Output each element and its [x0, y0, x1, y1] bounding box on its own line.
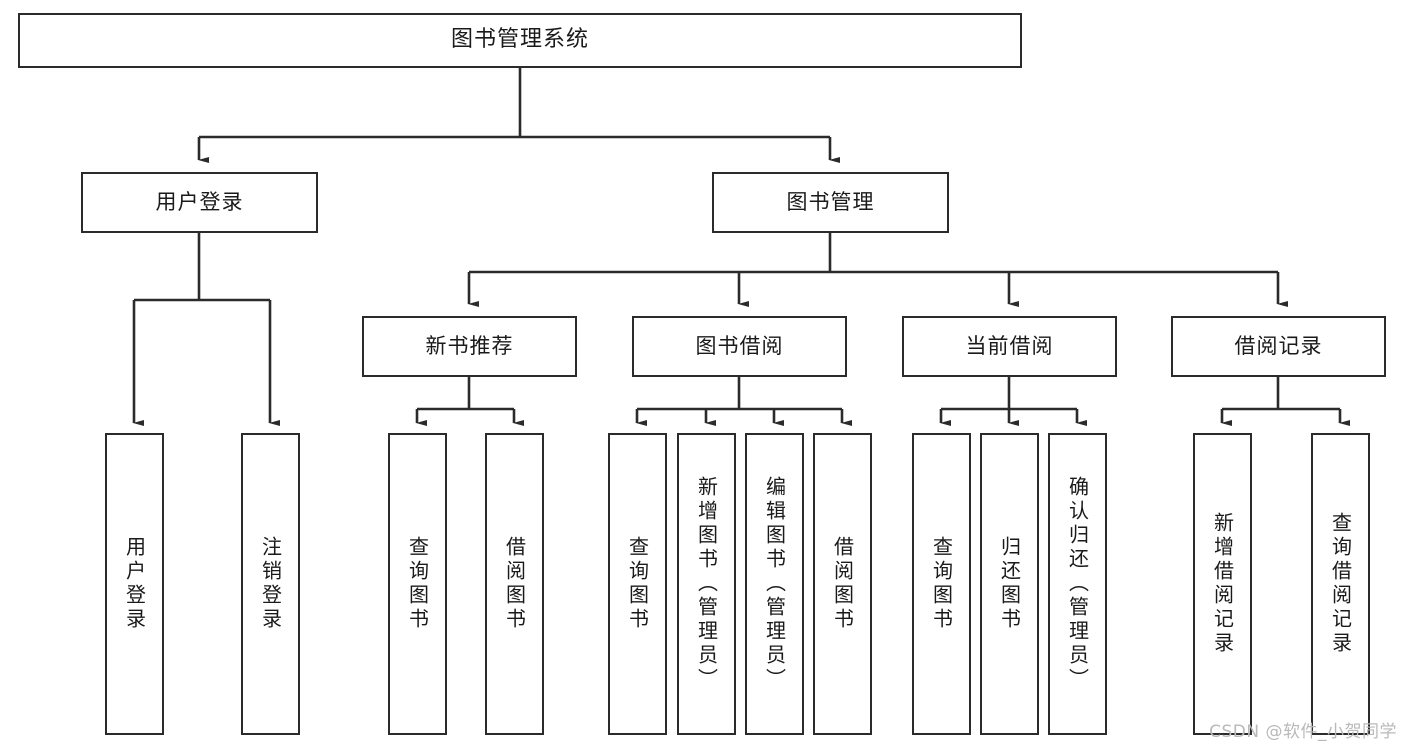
leaf-new-book-query[interactable]: 查询图书	[388, 433, 447, 735]
leaf-current-borrow-return[interactable]: 归还图书	[980, 433, 1039, 735]
node-label: 借阅图书	[502, 536, 527, 632]
leaf-user-login-logout[interactable]: 注销登录	[241, 433, 300, 735]
node-book-management[interactable]: 图书管理	[712, 172, 949, 233]
node-user-login[interactable]: 用户登录	[81, 172, 318, 233]
node-label: 编辑图书（管理员）	[762, 476, 787, 692]
node-root-system[interactable]: 图书管理系统	[18, 13, 1022, 68]
node-label: 查询图书	[405, 536, 430, 632]
node-label: 图书管理系统	[450, 27, 589, 53]
node-book-borrow[interactable]: 图书借阅	[632, 316, 847, 377]
node-label: 借阅图书	[830, 536, 855, 632]
node-label: 新书推荐	[425, 333, 514, 358]
node-label: 确认归还（管理员）	[1065, 476, 1090, 692]
node-label: 查询图书	[625, 536, 650, 632]
node-label: 借阅记录	[1234, 333, 1323, 358]
node-label: 用户登录	[122, 536, 147, 632]
leaf-book-borrow-query[interactable]: 查询图书	[608, 433, 667, 735]
leaf-book-borrow-borrow[interactable]: 借阅图书	[813, 433, 872, 735]
node-label: 查询图书	[929, 536, 954, 632]
leaf-new-book-borrow[interactable]: 借阅图书	[485, 433, 544, 735]
node-current-borrow[interactable]: 当前借阅	[902, 316, 1117, 377]
node-label: 新增借阅记录	[1210, 512, 1235, 656]
leaf-current-borrow-query[interactable]: 查询图书	[912, 433, 971, 735]
leaf-user-login-login[interactable]: 用户登录	[105, 433, 164, 735]
leaf-current-borrow-confirm[interactable]: 确认归还（管理员）	[1048, 433, 1107, 735]
leaf-book-borrow-edit[interactable]: 编辑图书（管理员）	[745, 433, 804, 735]
node-label: 当前借阅	[965, 333, 1054, 358]
watermark-text: CSDN @软件_小贺同学	[1209, 722, 1397, 742]
node-label: 查询借阅记录	[1328, 512, 1353, 656]
node-label: 图书借阅	[695, 333, 784, 358]
node-label: 归还图书	[997, 536, 1022, 632]
node-label: 用户登录	[155, 189, 244, 214]
node-borrow-record[interactable]: 借阅记录	[1171, 316, 1386, 377]
leaf-borrow-record-query[interactable]: 查询借阅记录	[1311, 433, 1370, 735]
leaf-borrow-record-add[interactable]: 新增借阅记录	[1193, 433, 1252, 735]
node-label: 图书管理	[786, 189, 875, 214]
node-new-book-recommend[interactable]: 新书推荐	[362, 316, 577, 377]
node-label: 注销登录	[258, 536, 283, 632]
node-label: 新增图书（管理员）	[694, 476, 719, 692]
leaf-book-borrow-add[interactable]: 新增图书（管理员）	[677, 433, 736, 735]
